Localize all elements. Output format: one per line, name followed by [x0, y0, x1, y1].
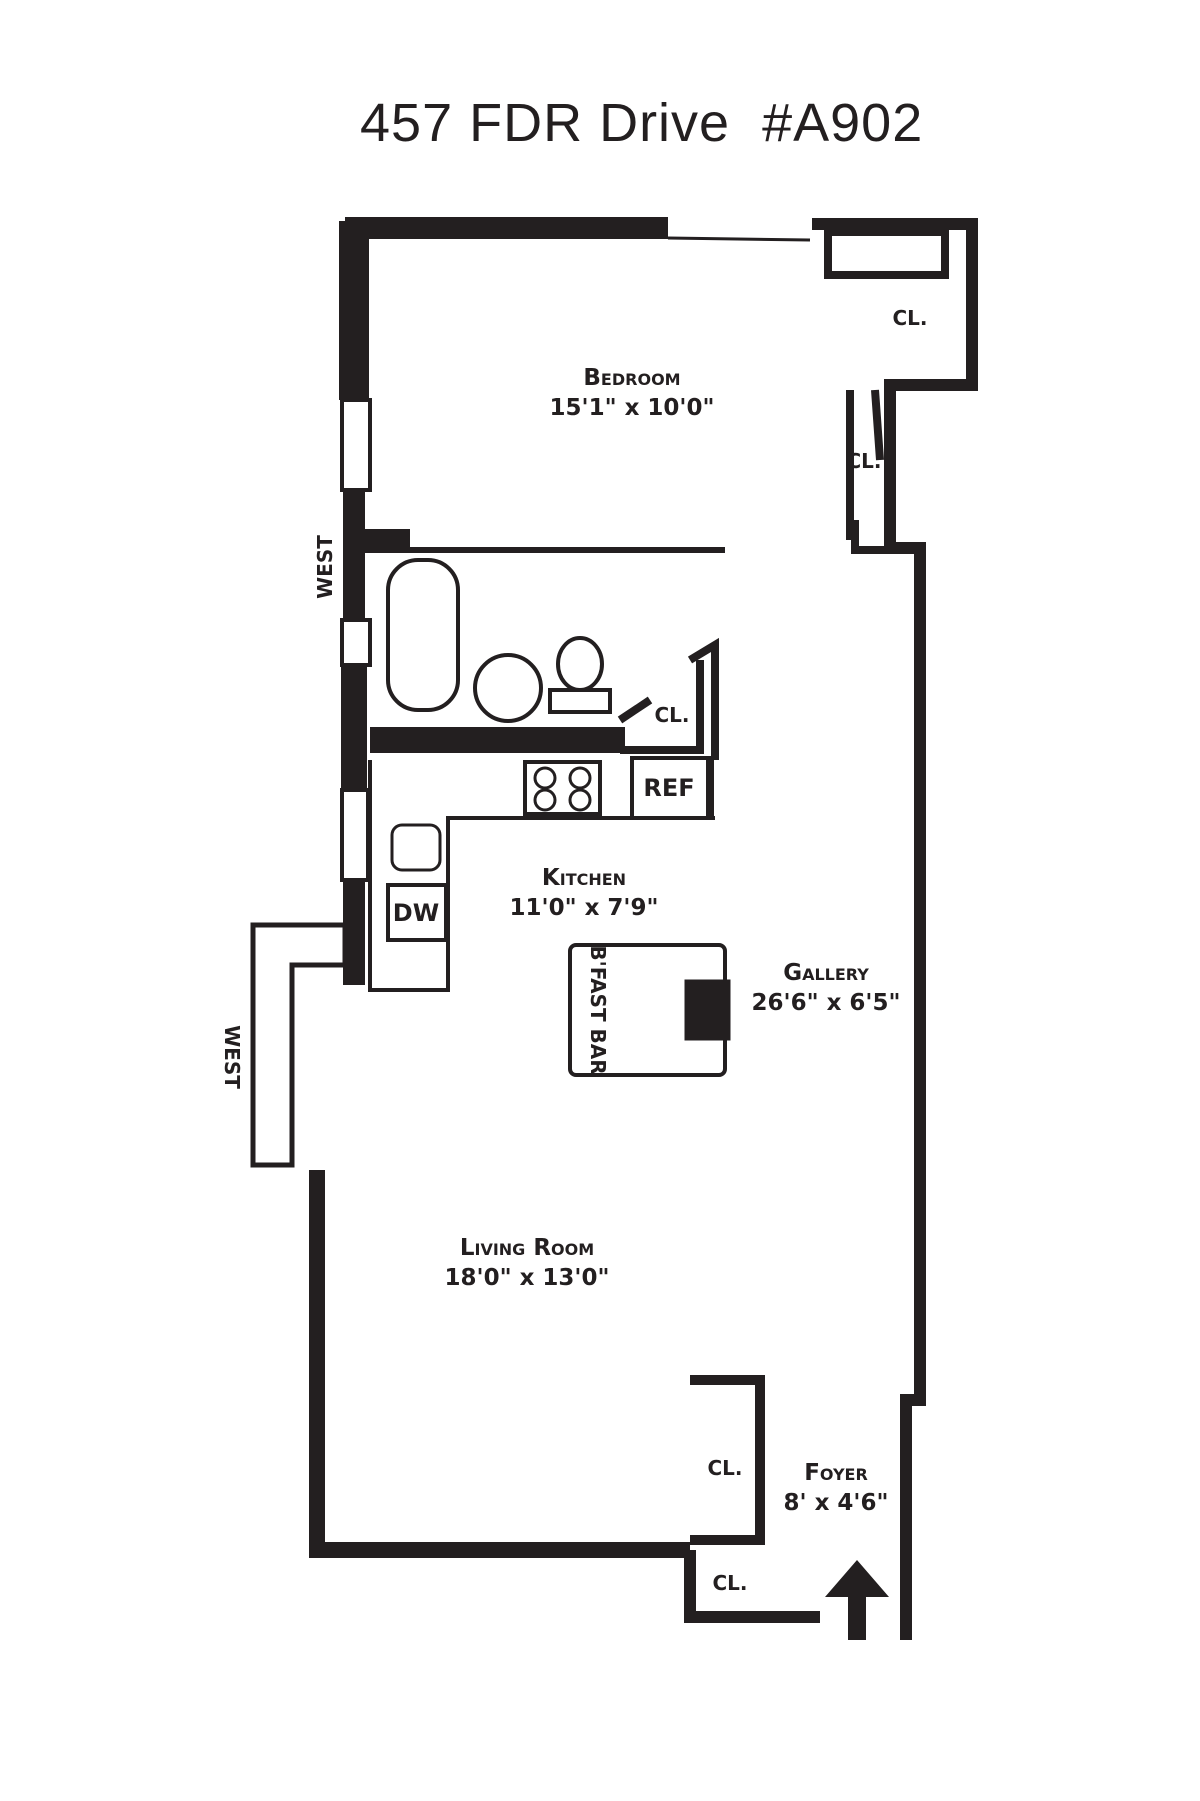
west-label-lower: WEST	[220, 1025, 244, 1089]
breakfast-bar-label: B'FAST BAR	[586, 945, 610, 1074]
dishwasher-label: DW	[393, 899, 439, 927]
entry-arrow-icon	[825, 1560, 889, 1640]
closet-top-right	[824, 228, 949, 279]
foyer-closet-wall-inner	[690, 1375, 765, 1545]
refrigerator-label: REF	[643, 774, 694, 802]
bath-closet-wall	[617, 696, 653, 724]
stove-icon	[523, 760, 602, 816]
foyer-closet-wall	[684, 1550, 820, 1623]
gallery-label: Gallery	[783, 960, 869, 986]
foyer-dims: 8' x 4'6"	[784, 1490, 889, 1516]
bedroom-dims: 15'1" x 10'0"	[550, 395, 715, 421]
kitchen-dims: 11'0" x 7'9"	[510, 895, 659, 921]
closet-label-bedroom-2: CL.	[846, 449, 881, 473]
bedroom-label: Bedroom	[583, 365, 680, 391]
living-room-label: Living Room	[460, 1235, 594, 1261]
closet-pole	[687, 637, 719, 760]
window-living	[250, 922, 348, 1168]
kitchen-label: Kitchen	[542, 865, 626, 891]
living-room-dims: 18'0" x 13'0"	[445, 1265, 610, 1291]
window-kitchen	[340, 788, 370, 882]
exterior-wall-living-west	[309, 1170, 690, 1558]
window-bath	[340, 618, 372, 667]
bedroom-closet-wall	[846, 389, 905, 554]
sink-icon	[473, 653, 543, 723]
closet-label-living: CL.	[707, 1456, 742, 1480]
gallery-dims: 26'6" x 6'5"	[752, 990, 901, 1016]
chimney	[684, 979, 731, 1041]
west-label-upper: WEST	[313, 535, 337, 599]
plan-title: 457 FDR Drive #A902	[360, 93, 924, 153]
dishwasher	[386, 883, 448, 942]
window-bedroom	[340, 398, 372, 492]
bathtub-icon	[386, 558, 460, 712]
closet-label-bedroom-1: CL.	[892, 306, 927, 330]
foyer-label: Foyer	[804, 1460, 868, 1486]
exterior-wall-top-right	[812, 218, 978, 1640]
toilet-icon	[556, 636, 604, 692]
closet-label-bath: CL.	[654, 703, 689, 727]
closet-side-wall	[620, 660, 704, 754]
kitchen-counter	[368, 760, 715, 992]
closet-label-foyer: CL.	[712, 1571, 747, 1595]
